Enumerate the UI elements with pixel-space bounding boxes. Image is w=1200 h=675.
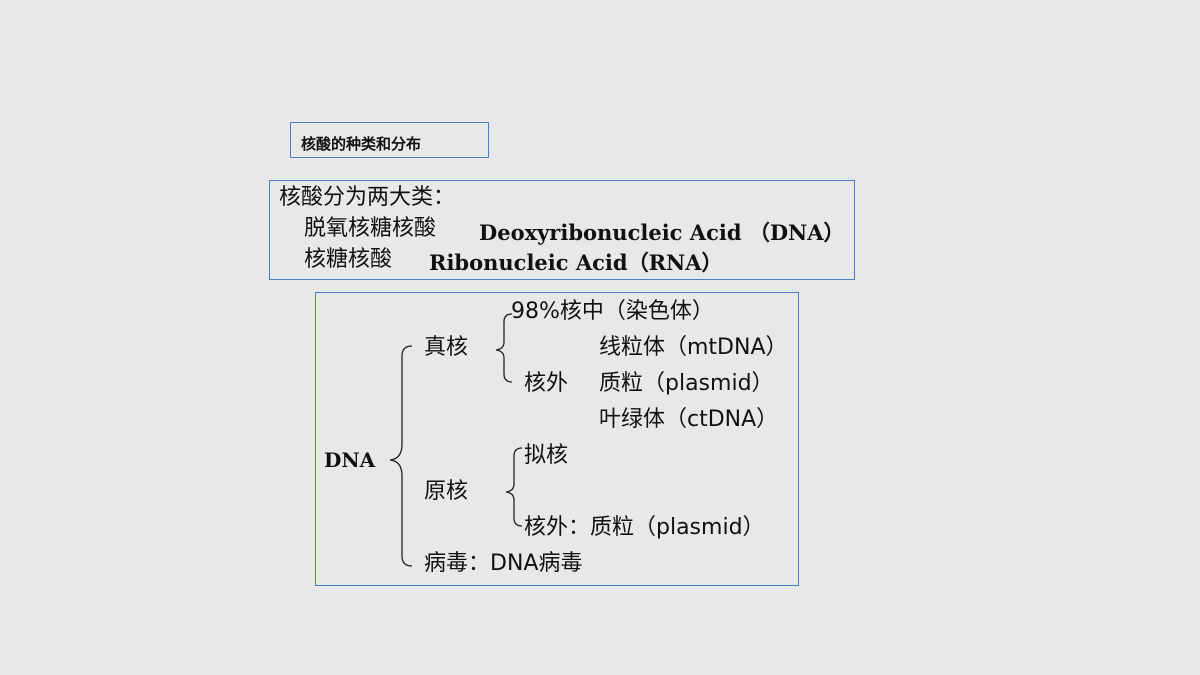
dna-english-name: Deoxyribonucleic Acid （DNA） (479, 220, 845, 245)
root-brace (389, 345, 413, 567)
rna-chinese-name: 核糖核酸 (304, 247, 393, 272)
root-dna-label: DNA (324, 448, 376, 472)
plasmid-label: 质粒（plasmid） (599, 371, 774, 396)
prokaryote-label: 原核 (424, 479, 469, 504)
nucleoid-label: 拟核 (524, 443, 569, 468)
slide-title: 核酸的种类和分布 (301, 135, 422, 153)
chloroplast-label: 叶绿体（ctDNA） (599, 407, 779, 432)
prokaryote-brace (505, 447, 523, 527)
virus-label: 病毒：DNA病毒 (424, 551, 583, 576)
definition-heading: 核酸分为两大类： (279, 185, 456, 210)
distribution-box (315, 292, 799, 586)
rna-english-name: Ribonucleic Acid（RNA） (429, 250, 723, 275)
mitochondria-label: 线粒体（mtDNA） (599, 335, 788, 360)
dna-chinese-name: 脱氧核糖核酸 (304, 216, 437, 241)
prokaryote-extranuclear-label: 核外：质粒（plasmid） (524, 515, 765, 540)
definition-box (269, 180, 855, 280)
eukaryote-brace (495, 313, 513, 383)
eukaryote-extranuclear-label: 核外 (524, 371, 569, 396)
eukaryote-label: 真核 (424, 335, 469, 360)
title-box (290, 122, 489, 158)
nuclear-dna-label: 98%核中（染色体） (511, 299, 714, 324)
